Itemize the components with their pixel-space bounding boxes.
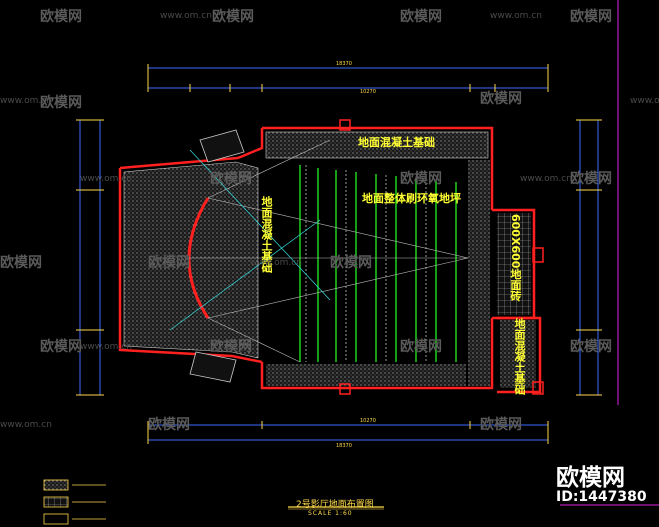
dim-top-mid: 10270 <box>360 89 376 95</box>
watermark: 欧模网 <box>400 171 442 187</box>
watermark: 欧模网 <box>210 339 252 355</box>
watermark: 欧模网 <box>40 95 82 111</box>
dim-bottom-mid: 10270 <box>360 418 376 424</box>
watermark: 欧模网 <box>570 339 612 355</box>
watermark: 欧模网 <box>480 417 522 433</box>
watermark-url: www.om.cn <box>80 174 132 184</box>
watermark: 欧模网 <box>210 171 252 187</box>
watermark: 欧模网 <box>148 417 190 433</box>
watermark: 欧模网 <box>570 9 612 25</box>
dim-bottom-total: 18370 <box>336 443 352 449</box>
watermark: 欧模网 <box>212 9 254 25</box>
watermark: 欧模网 <box>400 339 442 355</box>
watermark: 欧模网 <box>0 255 42 271</box>
drawing-title: 2号影厅地面布置图 <box>296 500 374 510</box>
zone-seating-label: 地面整体刷环氧地坪 <box>362 192 461 205</box>
watermark: 欧模网 <box>40 9 82 25</box>
zone-right-upper-label: 600X600地面砖 <box>509 214 522 302</box>
watermark-url: www.om.cn <box>80 342 132 352</box>
zone-stage-label: 地面混凝土基础 <box>260 196 273 273</box>
brand-id: ID:1447380 <box>556 489 647 505</box>
watermark-url: www.om.cn <box>0 96 52 106</box>
zone-top-band-label: 地面混凝土基础 <box>358 136 435 149</box>
watermark-url: www.om.cn <box>160 11 212 21</box>
brand-logo-text: 欧模网 <box>556 465 625 491</box>
watermark: 欧模网 <box>570 171 612 187</box>
watermark-url: www.om.cn <box>0 420 52 430</box>
dim-top-total: 18370 <box>336 61 352 67</box>
watermark-url: www.om.cn <box>520 174 572 184</box>
watermark: 欧模网 <box>400 9 442 25</box>
watermark: 欧模网 <box>480 91 522 107</box>
watermark: 欧模网 <box>40 339 82 355</box>
watermark-url: www.om.cn <box>490 11 542 21</box>
watermark-url: www.om.cn <box>250 258 302 268</box>
watermark: 欧模网 <box>330 255 372 271</box>
watermark: 欧模网 <box>148 255 190 271</box>
zone-right-lower-label: 地面混凝土基础 <box>513 318 526 395</box>
watermark-url: www.om.cn <box>630 96 659 106</box>
drawing-scale: SCALE 1:60 <box>308 510 353 517</box>
